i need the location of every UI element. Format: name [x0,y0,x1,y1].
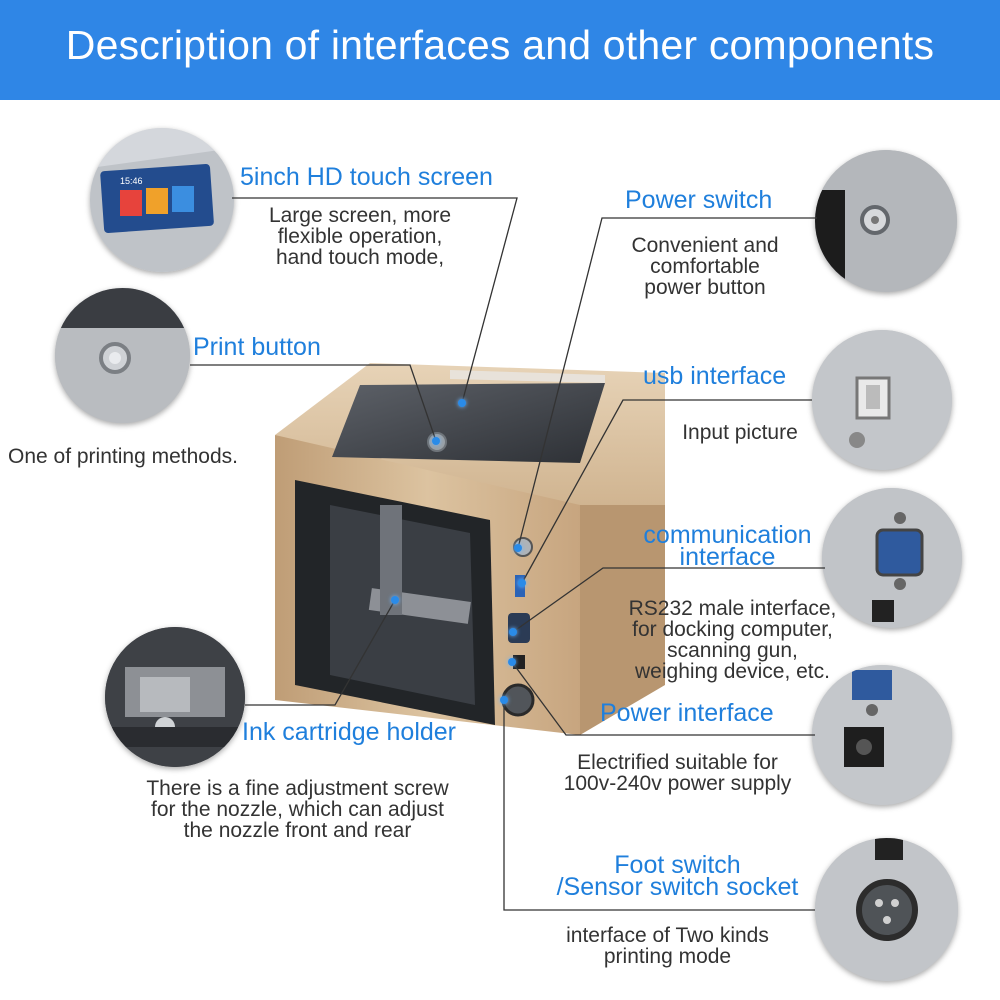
leader-touch-screen [232,197,518,404]
touch-screen-title: 5inch HD touch screen [240,163,493,191]
usb-dot [518,579,526,587]
power-interface-desc: Electrified suitable for 100v-240v power… [563,751,792,795]
communication-desc: RS232 male interface, for docking comput… [628,597,837,683]
power-switch-desc: Convenient and comfortable power button [631,234,779,299]
foot-switch-desc: interface of Two kinds printing mode [566,924,769,968]
leader-usb [521,399,812,584]
leader-print-button [190,364,437,442]
touch-screen-display [332,383,605,463]
power-port-photo [812,665,952,805]
ink-cartridge-holder-photo [105,627,245,767]
print-button-desc: One of printing methods. [8,445,238,468]
page-title: Description of interfaces and other comp… [65,22,935,68]
ink-holder-desc: There is a fine adjustment screw for the… [146,777,449,842]
power-switch-photo [815,150,957,292]
leader-power-switch [517,217,817,549]
foot-switch-dot [500,696,508,704]
power-switch-title: Power switch [625,186,773,214]
leader-power-interface [511,661,815,736]
leader-ink-holder [245,599,396,706]
touch-screen-desc: Large screen, more flexible operation, h… [268,204,452,269]
screen-time-text: 15:46 [120,176,143,186]
usb-interface-photo [812,330,952,470]
communication-title: communication interface [643,521,812,571]
leader-foot-switch [503,700,815,911]
foot-switch-title: Foot switch /Sensor switch socket [556,851,799,901]
ink-holder-title: Ink cartridge holder [242,718,457,746]
print-button-dot [432,437,440,445]
header-banner: Description of interfaces and other comp… [0,0,1000,100]
touch-screen-dot [458,399,466,407]
print-button-photo [55,288,190,423]
rs232-port-photo [822,488,962,628]
power-interface-title: Power interface [600,699,774,727]
print-button-title: Print button [193,333,321,361]
power-switch-dot [514,544,522,552]
touch-screen-photo: 15:46 [90,128,234,272]
ink-holder-dot [391,596,399,604]
communication-dot [509,628,517,636]
usb-title: usb interface [643,362,787,390]
leader-communication [512,567,825,633]
foot-switch-socket-photo [815,838,958,981]
usb-desc: Input picture [682,421,798,444]
power-interface-dot [508,658,516,666]
